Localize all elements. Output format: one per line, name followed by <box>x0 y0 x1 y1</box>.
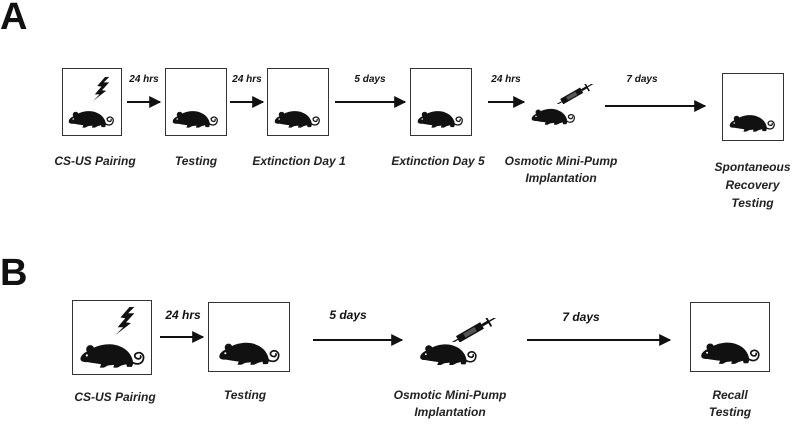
panel-a-interval-1: 24 hrs <box>129 74 159 85</box>
panel-b-testing-box <box>208 302 290 372</box>
panel-a-recovery-label-line1: Spontaneous <box>714 160 791 174</box>
panel-b-interval-2: 5 days <box>329 308 367 322</box>
rat-icon <box>728 110 776 134</box>
panel-b-pump-label-line2: Implantation <box>414 405 486 419</box>
panel-a-pairing-label: CS-US Pairing <box>54 154 136 168</box>
panel-b-pump-label: Osmotic Mini-Pump Implantation <box>380 387 520 421</box>
panel-a-letter: A <box>0 0 28 38</box>
panel-b-interval-3: 7 days <box>562 310 600 324</box>
rat-icon <box>699 336 761 367</box>
panel-a-ext5-box <box>410 68 472 136</box>
rat-icon <box>217 336 281 368</box>
panel-a-pump-label-line1: Osmotic Mini-Pump <box>504 154 618 168</box>
lightning-bolt-icon <box>115 307 137 335</box>
panel-a-ext5-label: Extinction Day 5 <box>391 154 485 168</box>
panel-b-recall-label: Recall Testing <box>680 387 780 421</box>
panel-b-pairing-label: CS-US Pairing <box>74 390 156 404</box>
rat-icon <box>67 106 115 130</box>
rat-icon <box>171 106 219 130</box>
panel-a-interval-5: 7 days <box>626 74 658 85</box>
panel-a-pump-label: Osmotic Mini-Pump Implantation <box>496 153 626 187</box>
panel-b-letter: B <box>0 252 28 294</box>
panel-b-recall-label-line1: Recall <box>712 388 748 402</box>
panel-a-ext1-box <box>267 68 329 136</box>
panel-a-testing-box <box>165 68 227 136</box>
rat-icon <box>416 106 464 130</box>
rat-icon <box>273 106 321 130</box>
panel-a-interval-3: 5 days <box>354 74 386 85</box>
panel-a-recovery-label-line2: Recovery <box>725 178 780 192</box>
panel-a-pairing-box <box>62 68 122 136</box>
panel-a-testing-label: Testing <box>174 154 218 168</box>
lightning-bolt-icon <box>93 77 111 101</box>
panel-a-pump-label-line2: Implantation <box>525 171 597 185</box>
panel-b-interval-1: 24 hrs <box>165 308 201 322</box>
panel-b-recall-box <box>690 302 770 372</box>
panel-a-ext1-label: Extinction Day 1 <box>252 154 346 168</box>
syringe-icon <box>552 84 598 104</box>
panel-a-recovery-label: Spontaneous Recovery Testing <box>705 158 800 212</box>
rat-icon <box>78 337 146 371</box>
panel-b-recall-label-line2: Testing <box>708 405 752 419</box>
panel-b-testing-label: Testing <box>223 388 267 402</box>
panel-a-interval-2: 24 hrs <box>232 74 262 85</box>
rat-icon <box>418 338 478 368</box>
rat-icon <box>530 104 576 127</box>
panel-b-pump-label-line1: Osmotic Mini-Pump <box>393 388 507 402</box>
panel-a-recovery-box <box>722 73 784 141</box>
panel-b-pairing-box <box>72 300 152 375</box>
panel-a-interval-4: 24 hrs <box>491 74 521 85</box>
panel-a-recovery-label-line3: Testing <box>731 196 774 210</box>
